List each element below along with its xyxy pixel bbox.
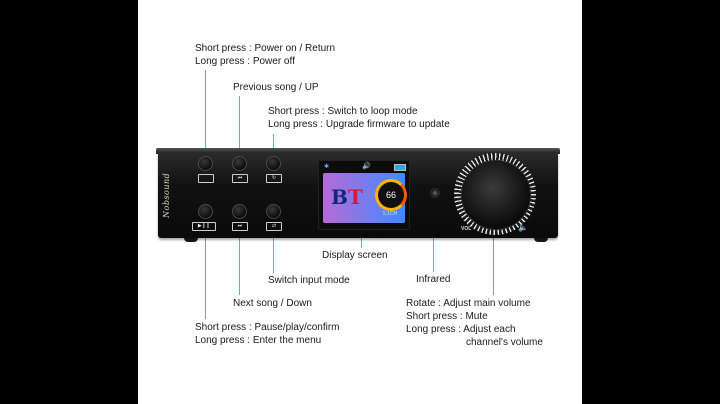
input-leader-line bbox=[273, 235, 274, 273]
power-return-button[interactable] bbox=[198, 156, 213, 171]
channel-text: 5.1CH bbox=[383, 211, 398, 217]
display-annotation-line1: Display screen bbox=[322, 250, 388, 261]
battery-icon bbox=[394, 164, 406, 171]
loop-mode-button[interactable] bbox=[266, 156, 281, 171]
infrared-annotation-line1: Infrared bbox=[416, 274, 451, 285]
vol-label: VOL bbox=[461, 226, 472, 232]
input-mode-button[interactable] bbox=[266, 204, 281, 219]
next-label-icon: ⏭ bbox=[232, 222, 248, 231]
volume-annotation-line3: Long press : Adjust each bbox=[406, 324, 516, 335]
power-leader-line bbox=[205, 70, 206, 160]
next-annotation-line1: Next song / Down bbox=[233, 298, 312, 309]
infrared-receiver bbox=[430, 188, 440, 198]
volume-annotation-line2: Short press : Mute bbox=[406, 311, 488, 322]
device-top-edge bbox=[156, 148, 560, 154]
volume-knob[interactable] bbox=[461, 160, 531, 230]
display-leader-line bbox=[361, 228, 362, 248]
display-annotation: Display screen bbox=[322, 249, 388, 262]
pause-annotation: Short press : Pause/play/confirm Long pr… bbox=[195, 321, 340, 347]
prev-leader-line bbox=[239, 96, 240, 160]
speaker-icon: 🔊 bbox=[362, 163, 371, 170]
volume-leader-line bbox=[493, 238, 494, 295]
loop-annotation: Short press : Switch to loop mode Long p… bbox=[268, 105, 450, 131]
previous-label-icon: ⏮ bbox=[232, 174, 248, 183]
brand-logo: Nobsound bbox=[162, 172, 171, 218]
volume-knob-ring bbox=[454, 153, 536, 235]
loop-label-icon: ↻ bbox=[266, 174, 282, 183]
next-down-button[interactable] bbox=[232, 204, 247, 219]
power-annotation: Short press : Power on / Return Long pre… bbox=[195, 42, 335, 68]
pause-annotation-line2: Long press : Enter the menu bbox=[195, 335, 322, 346]
pause-play-confirm-button[interactable] bbox=[198, 204, 213, 219]
volume-gauge: 66 bbox=[375, 179, 407, 211]
loop-leader-line bbox=[273, 134, 274, 160]
prev-annotation-line1: Previous song / UP bbox=[233, 82, 319, 93]
input-annotation-line1: Switch input mode bbox=[268, 275, 350, 286]
screen-status-bar: ✱ 🔊 bbox=[322, 163, 406, 171]
device-foot-left bbox=[184, 236, 198, 242]
volume-annotation-line4: channel's volume bbox=[466, 337, 543, 348]
mode-text: BT bbox=[331, 185, 363, 209]
product-diagram: Short press : Power on / Return Long pre… bbox=[138, 0, 582, 404]
volume-annotation: Rotate : Adjust main volume Short press … bbox=[406, 297, 543, 349]
next-annotation: Next song / Down bbox=[233, 297, 312, 310]
loop-annotation-line1: Short press : Switch to loop mode bbox=[268, 106, 418, 117]
device-foot-right bbox=[534, 236, 548, 242]
mute-icon: 🔈 bbox=[518, 223, 528, 232]
pause-annotation-line1: Short press : Pause/play/confirm bbox=[195, 322, 340, 333]
menu-label-icon: ▶❙❙ bbox=[192, 222, 216, 231]
bluetooth-icon: ✱ bbox=[324, 164, 330, 170]
volume-annotation-line1: Rotate : Adjust main volume bbox=[406, 298, 531, 309]
prev-annotation: Previous song / UP bbox=[233, 81, 319, 94]
input-annotation: Switch input mode bbox=[268, 274, 350, 287]
power-annotation-line2: Long press : Power off bbox=[195, 56, 295, 67]
next-leader-line bbox=[239, 235, 240, 295]
pause-leader-line bbox=[205, 235, 206, 319]
bt-mode-panel: BT 66 5.1CH bbox=[323, 173, 407, 223]
previous-up-button[interactable] bbox=[232, 156, 247, 171]
loop-annotation-line2: Long press : Upgrade firmware to update bbox=[268, 119, 450, 130]
display-screen: ✱ 🔊 BT 66 5.1CH bbox=[318, 160, 410, 230]
input-label-icon: ⇄ bbox=[266, 222, 282, 231]
amplifier-front-panel: Nobsound ⏮ ↻ ▶❙❙ ⏭ ⇄ ✱ 🔊 BT 66 5.1CH bbox=[158, 152, 558, 238]
infrared-annotation: Infrared bbox=[416, 273, 450, 286]
power-return-label-icon bbox=[198, 174, 214, 183]
power-annotation-line1: Short press : Power on / Return bbox=[195, 43, 336, 54]
